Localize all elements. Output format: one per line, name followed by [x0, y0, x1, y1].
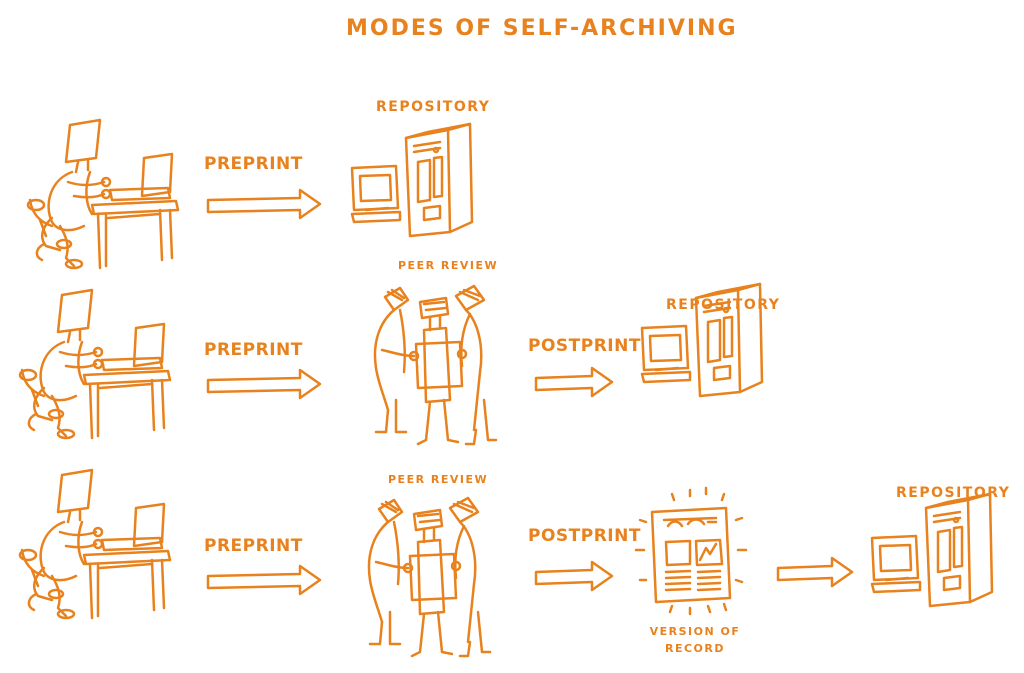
- arrow-preprint: [206, 564, 322, 596]
- peer-review-label: Peer Review: [388, 473, 489, 486]
- server-computer-icon: [870, 492, 994, 608]
- version-of-record-line-1: Version of: [649, 625, 741, 638]
- author-icon: [18, 288, 172, 440]
- journal-article-icon: [634, 486, 748, 616]
- arrow-label-preprint: Preprint: [204, 154, 303, 174]
- arrow-postprint: [534, 366, 614, 398]
- author-icon: [18, 468, 172, 620]
- arrow-postprint: [534, 560, 614, 592]
- version-of-record-line-2: Record: [664, 642, 725, 655]
- arrow-preprint: [206, 368, 322, 400]
- repository-label: Repository: [666, 297, 781, 313]
- repository-label: Repository: [896, 485, 1011, 501]
- arrow-label-preprint: Preprint: [204, 536, 303, 556]
- diagram-title: Modes of Self-Archiving: [346, 16, 738, 41]
- arrow-label-postprint: Postprint: [528, 526, 641, 546]
- three-reviewers-icon: [367, 496, 492, 658]
- three-reviewers-icon: [373, 284, 498, 446]
- repository-label: Repository: [376, 99, 491, 115]
- author-icon: [26, 118, 180, 270]
- arrow-to-repository: [776, 556, 854, 588]
- arrow-preprint: [206, 188, 322, 220]
- arrow-label-preprint: Preprint: [204, 340, 303, 360]
- version-of-record-label: Version of Record: [646, 626, 744, 654]
- peer-review-label: Peer Review: [398, 259, 499, 272]
- server-computer-icon: [350, 122, 474, 238]
- arrow-label-postprint: Postprint: [528, 336, 641, 356]
